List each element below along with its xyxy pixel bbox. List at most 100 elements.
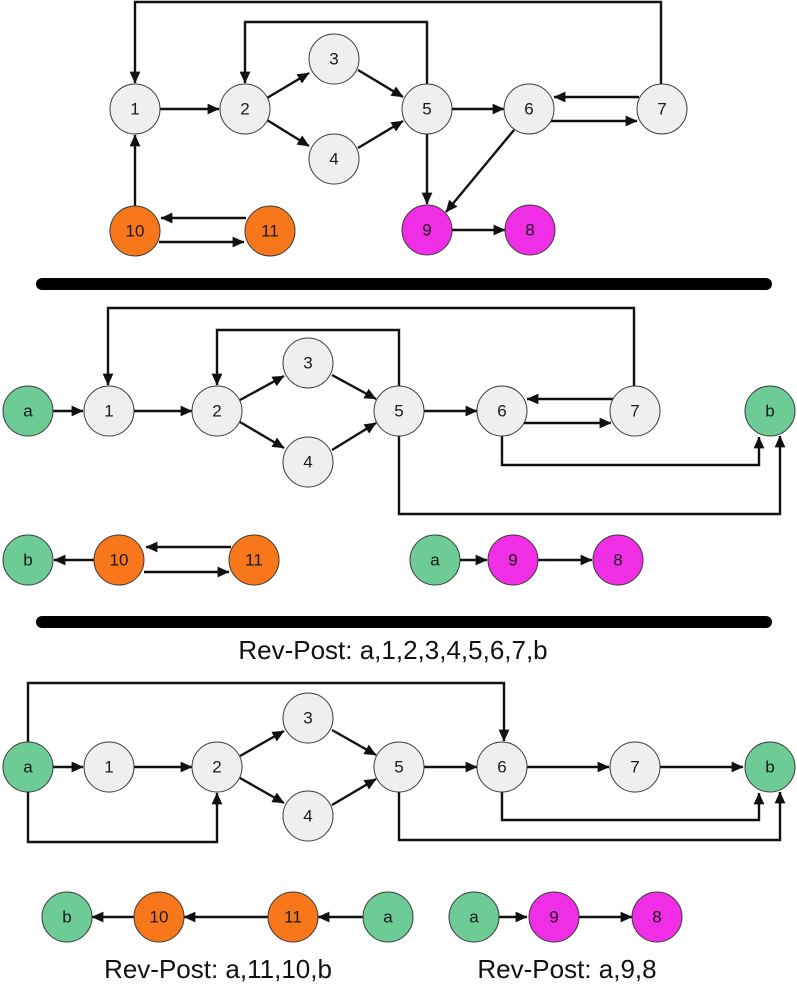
- edge-4-5: [357, 119, 404, 150]
- node-9: 9: [487, 534, 539, 586]
- node-circle: [592, 534, 644, 586]
- node-circle: [609, 385, 661, 437]
- node-label: 5: [422, 100, 431, 119]
- node-a: a: [448, 891, 500, 943]
- node-circle: [282, 337, 334, 389]
- edges: [129, 0, 663, 248]
- node-label: 3: [303, 354, 312, 373]
- node-label: 3: [303, 709, 312, 728]
- node-5: 5: [373, 385, 425, 437]
- node-3: 3: [282, 692, 334, 744]
- node-circle: [267, 891, 319, 943]
- node-label: 1: [104, 402, 113, 421]
- node-label: 7: [630, 402, 639, 421]
- node-label: 10: [126, 222, 145, 241]
- rev-post-caption-bottom-left: Rev-Post: a,11,10,b: [104, 954, 332, 984]
- node-label: 6: [497, 758, 506, 777]
- node-a: a: [2, 741, 54, 793]
- node-6: 6: [476, 741, 528, 793]
- node-label: 11: [261, 222, 279, 241]
- node-circle: [409, 534, 461, 586]
- node-11: 11: [228, 534, 280, 586]
- node-1: 1: [109, 83, 161, 135]
- node-label: 10: [110, 551, 129, 570]
- node-7: 7: [609, 741, 661, 793]
- node-10: 10: [109, 205, 161, 257]
- node-circle: [2, 385, 54, 437]
- node-10: 10: [133, 891, 185, 943]
- node-label: 8: [652, 908, 661, 927]
- edge-7-1: [102, 306, 636, 386]
- node-label: 6: [524, 100, 533, 119]
- panel-dominator-tree: [26, 681, 786, 923]
- node-label: a: [430, 551, 440, 570]
- node-7: 7: [609, 385, 661, 437]
- node-label: a: [469, 908, 479, 927]
- node-label: 2: [212, 758, 221, 777]
- panel-original-graph: [129, 0, 663, 248]
- edge-6-b: [500, 436, 765, 467]
- node-label: 6: [497, 402, 506, 421]
- node-circle: [228, 534, 280, 586]
- node-label: 2: [240, 100, 249, 119]
- node-circle: [93, 534, 145, 586]
- edge-5-2: [211, 328, 401, 386]
- rev-post-caption-bottom-right: Rev-Post: a,9,8: [477, 954, 656, 984]
- node-7: 7: [636, 83, 688, 135]
- rev-post-caption-middle: Rev-Post: a,1,2,3,4,5,6,7,b: [238, 635, 547, 665]
- edge-5-b: [397, 791, 786, 842]
- node-label: b: [23, 551, 32, 570]
- node-b: b: [744, 741, 796, 793]
- node-b: b: [744, 385, 796, 437]
- node-label: 7: [630, 758, 639, 777]
- node-circle: [191, 741, 243, 793]
- node-circle: [282, 692, 334, 744]
- node-1: 1: [83, 385, 135, 437]
- node-label: 1: [104, 758, 113, 777]
- node-3: 3: [282, 337, 334, 389]
- node-label: 1: [130, 100, 139, 119]
- node-4: 4: [282, 790, 334, 842]
- node-label: 8: [525, 221, 534, 240]
- node-circle: [133, 891, 185, 943]
- node-a: a: [2, 385, 54, 437]
- node-circle: [308, 33, 360, 85]
- node-circle: [631, 891, 683, 943]
- divider-2: [36, 616, 772, 628]
- node-5: 5: [373, 741, 425, 793]
- node-label: b: [62, 908, 71, 927]
- node-circle: [109, 205, 161, 257]
- edge-3-5: [357, 68, 404, 99]
- edge-7-1: [129, 0, 663, 84]
- edge-a-2: [26, 792, 223, 844]
- node-label: 3: [329, 50, 338, 69]
- node-label: a: [23, 402, 33, 421]
- node-2: 2: [191, 385, 243, 437]
- node-circle: [308, 133, 360, 185]
- edge-2-4: [266, 118, 310, 148]
- node-3: 3: [308, 33, 360, 85]
- node-circle: [504, 204, 556, 256]
- node-a: a: [362, 891, 414, 943]
- node-circle: [373, 741, 425, 793]
- edge-5-2: [239, 20, 429, 84]
- node-circle: [744, 385, 796, 437]
- node-b: b: [2, 534, 54, 586]
- node-label: b: [765, 402, 774, 421]
- node-label: 4: [303, 807, 312, 826]
- divider-1: [36, 278, 772, 290]
- node-circle: [244, 205, 296, 257]
- edge-2-3: [266, 71, 310, 100]
- edge-2-3: [239, 729, 285, 758]
- node-circle: [476, 385, 528, 437]
- panel-augmented-graph: [52, 306, 786, 578]
- node-label: 5: [394, 402, 403, 421]
- node-circle: [401, 83, 453, 135]
- node-circle: [219, 83, 271, 135]
- node-circle: [2, 534, 54, 586]
- node-label: 9: [549, 908, 558, 927]
- node-label: a: [383, 908, 393, 927]
